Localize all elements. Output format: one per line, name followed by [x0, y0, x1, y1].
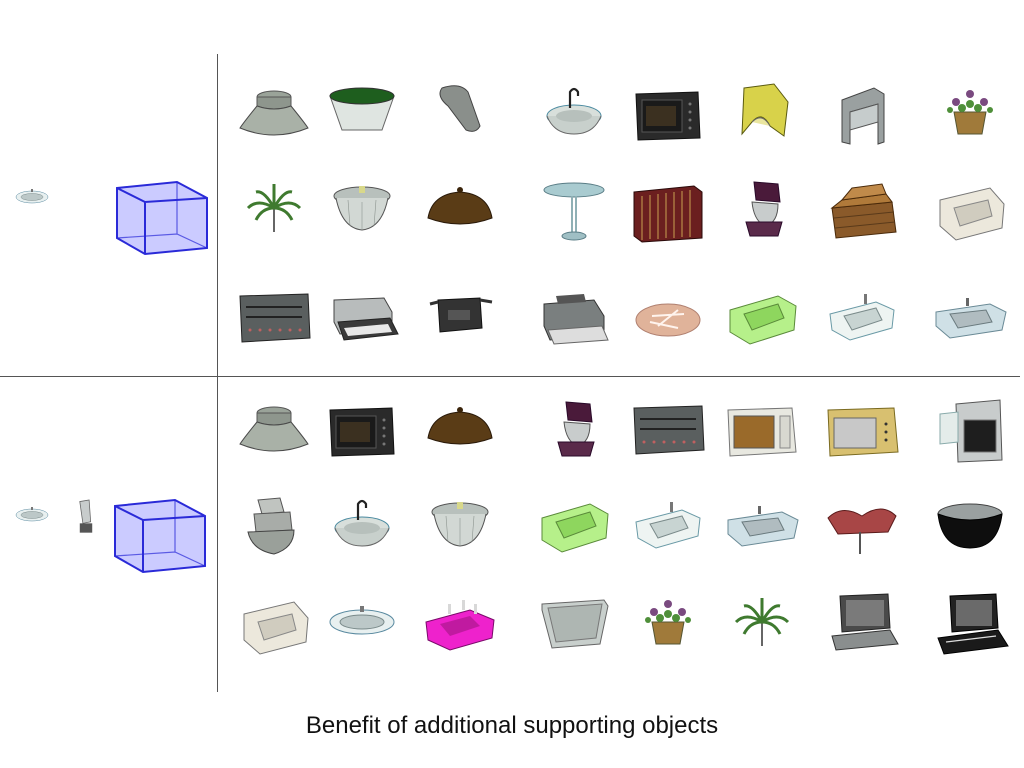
result-round-sink — [431, 502, 489, 547]
result-oval-sink — [329, 606, 395, 635]
result-control-panel — [633, 405, 705, 455]
result-palm-plant — [246, 184, 302, 232]
result-cabinet-stand — [841, 87, 885, 145]
result-sink-with-faucet — [546, 87, 602, 135]
query-sink — [15, 189, 49, 204]
result-round-sink — [333, 186, 391, 231]
result-white-sink — [635, 502, 701, 549]
query-blender — [79, 499, 93, 533]
result-red-table — [827, 508, 897, 554]
result-square-sink — [939, 187, 1005, 241]
result-vase — [439, 85, 481, 132]
vertical-divider — [217, 54, 218, 692]
result-palm-plant — [734, 598, 790, 646]
result-gold-microwave — [727, 407, 797, 457]
result-stand-mixer — [557, 401, 595, 457]
result-green-sink — [729, 295, 797, 345]
result-green-sink — [541, 503, 609, 553]
figure — [15, 83, 1009, 655]
result-brown-lid — [427, 187, 493, 225]
result-laptop-dark — [937, 593, 1009, 655]
result-laptop — [831, 593, 899, 651]
result-magenta-sink — [425, 600, 495, 651]
result-flower-pot — [947, 90, 993, 135]
result-steel-sink — [727, 506, 799, 547]
result-tray-device — [429, 297, 493, 333]
horizontal-divider — [0, 376, 1020, 377]
result-microwave — [635, 91, 701, 141]
result-control-panel — [239, 293, 311, 343]
result-mixer-stack — [247, 497, 295, 555]
result-wall-oven — [939, 399, 1003, 463]
caption: Benefit of additional supporting objects — [305, 712, 719, 739]
result-lamp-base — [239, 406, 309, 452]
query-sink — [15, 507, 49, 522]
result-lamp-base — [239, 90, 309, 136]
result-steel-tub — [541, 599, 609, 649]
result-brown-lid — [427, 407, 493, 445]
result-flower-pot — [645, 600, 691, 645]
result-yellow-microwave — [827, 407, 899, 457]
result-square-sink — [243, 601, 309, 655]
result-yellow-chair — [741, 83, 789, 137]
result-wood-stairs — [830, 183, 897, 239]
result-book-row — [633, 185, 703, 243]
query-box — [114, 498, 206, 574]
result-steel-sink — [935, 298, 1007, 339]
result-fax-printer — [543, 294, 609, 345]
result-printer — [333, 297, 399, 341]
result-birdbath — [543, 182, 605, 241]
result-black-bowl — [937, 503, 1003, 549]
query-box — [116, 180, 208, 256]
result-microwave — [329, 407, 395, 457]
result-stand-mixer — [745, 181, 783, 237]
result-pink-bowl — [635, 303, 701, 337]
result-planter-bowl — [329, 87, 395, 131]
result-white-sink — [829, 294, 895, 341]
result-sink-with-faucet — [334, 499, 390, 547]
